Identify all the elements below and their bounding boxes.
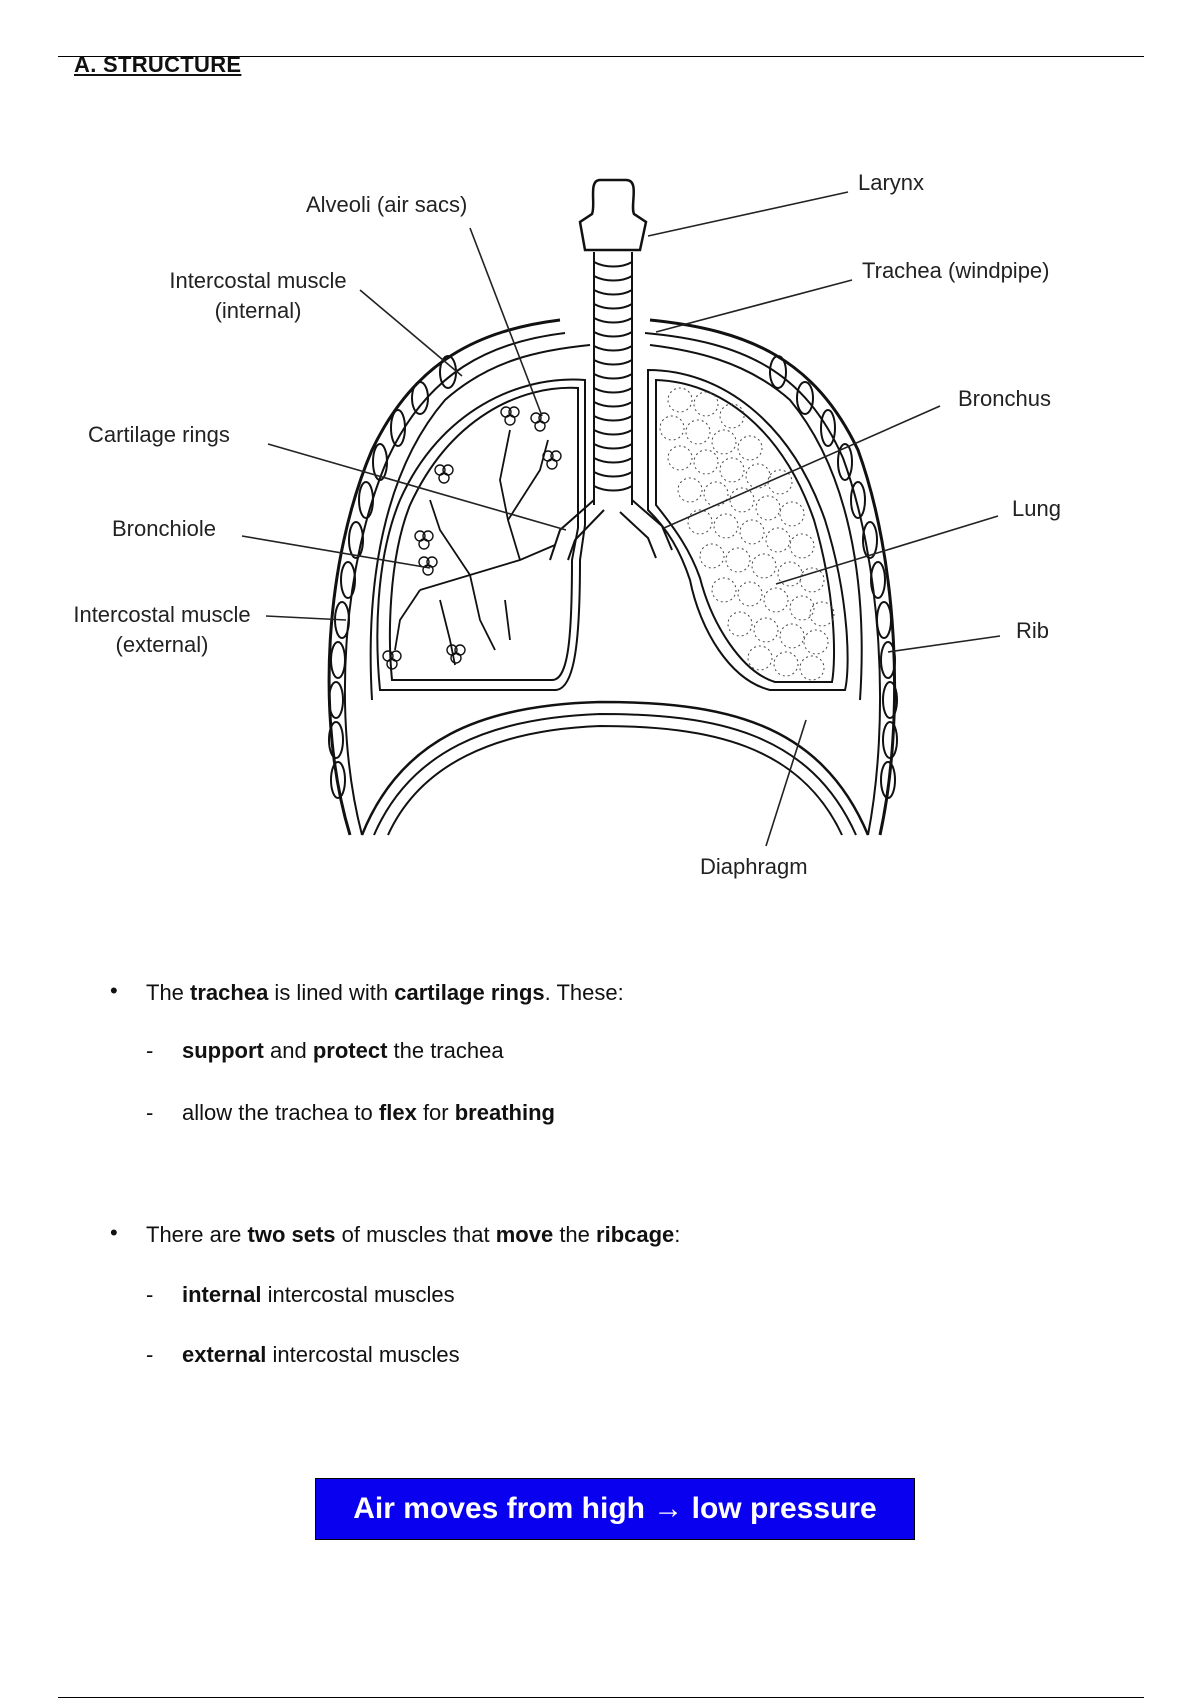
larynx-shape	[578, 178, 648, 252]
point1-text: The trachea is lined with cartilage ring…	[146, 980, 624, 1005]
diaphragm-outline	[360, 700, 870, 836]
label-intercostal-internal-line2: (internal)	[215, 298, 302, 323]
diagram-drawing	[327, 178, 898, 836]
label-bronchus: Bronchus	[958, 386, 1051, 411]
point2-sub1-text: internal intercostal muscles	[182, 1282, 455, 1307]
lung-alveoli-texture	[659, 387, 835, 681]
label-larynx: Larynx	[858, 170, 924, 195]
dash-2a: -	[146, 1282, 154, 1307]
point1-sub2-text: allow the trachea to flex for breathing	[182, 1100, 555, 1125]
label-bronchiole: Bronchiole	[112, 516, 216, 541]
left-bronchus	[549, 499, 605, 561]
section-heading: A. STRUCTURE	[74, 52, 242, 77]
dash-2b: -	[146, 1342, 154, 1367]
bronchiole-tree	[394, 429, 556, 666]
alveoli-clusters	[382, 406, 562, 670]
trachea-outline	[593, 252, 633, 505]
label-intercostal-external-line2: (external)	[116, 632, 209, 657]
left-lung-outline	[376, 378, 586, 691]
intercostal-segments-left	[328, 355, 457, 799]
trachea-cartilage-rings	[593, 261, 633, 492]
bullet-2: •	[110, 1220, 118, 1245]
respiratory-system-diagram: Larynx Alveoli (air sacs) Trachea (windp…	[73, 170, 1061, 879]
label-lung: Lung	[1012, 496, 1061, 521]
intercostal-segments-right	[769, 355, 898, 799]
leader-lines	[241, 191, 1001, 847]
label-cartilage-rings: Cartilage rings	[88, 422, 230, 447]
right-bronchus	[619, 499, 673, 559]
right-lung-outline	[647, 368, 849, 691]
label-diaphragm: Diaphragm	[700, 854, 808, 879]
bottom-rule	[58, 1697, 1144, 1698]
top-rule	[58, 56, 1144, 57]
bullet-1: •	[110, 978, 118, 1003]
label-intercostal-internal-line1: Intercostal muscle	[169, 268, 346, 293]
point2-sub2-text: external intercostal muscles	[182, 1342, 460, 1367]
dash-1a: -	[146, 1038, 154, 1063]
point2-text: There are two sets of muscles that move …	[146, 1222, 681, 1247]
pressure-banner: Air moves from high → low pressure	[315, 1478, 915, 1540]
ribcage-left-outline	[327, 318, 561, 836]
label-rib: Rib	[1016, 618, 1049, 643]
label-alveoli: Alveoli (air sacs)	[306, 192, 467, 217]
label-trachea: Trachea (windpipe)	[862, 258, 1050, 283]
dash-1b: -	[146, 1100, 154, 1125]
point1-sub1-text: support and protect the trachea	[182, 1038, 504, 1063]
label-intercostal-external-line1: Intercostal muscle	[73, 602, 250, 627]
